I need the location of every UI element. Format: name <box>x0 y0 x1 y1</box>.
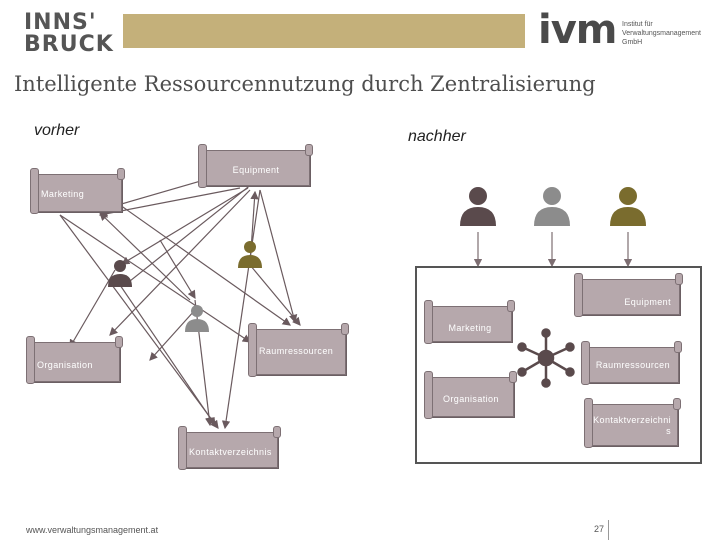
scroll-label: Marketing <box>41 189 85 199</box>
arrow-before <box>69 269 116 349</box>
hub-icon <box>517 328 575 388</box>
after-arrows <box>473 232 633 268</box>
person-icon <box>534 187 570 226</box>
logo-ivm-subtitle: Institut für Verwaltungsmanagement GmbH <box>622 21 701 46</box>
scroll-label: Marketing <box>448 323 492 333</box>
scroll-label: Equipment <box>232 165 280 175</box>
logo-innsbruck-line1: INNS' <box>24 10 97 35</box>
footer-url: www.verwaltungsmanagement.at <box>26 525 159 535</box>
scroll-label: Kontaktverzeichni s <box>593 415 671 436</box>
arrow-before <box>109 189 251 336</box>
scroll-label: Kontaktverzeichnis <box>189 447 272 457</box>
person-icon <box>460 187 496 226</box>
centralized-container <box>415 266 702 464</box>
arrow-before <box>59 214 251 343</box>
logo-innsbruck: INNS' BRUCK <box>24 12 114 56</box>
scroll-label: Organisation <box>443 394 499 404</box>
scroll-kontaktverzeichnis-before: Kontaktverzeichnis <box>178 426 281 470</box>
person-icon <box>185 305 209 332</box>
label-after: nachher <box>408 128 466 145</box>
scroll-equipment-before: Equipment <box>198 144 313 188</box>
arrow-before <box>259 189 298 324</box>
arrow-before <box>119 284 216 426</box>
scroll-kontaktverzeichnis-after: Kontaktverzeichni s <box>584 398 681 448</box>
scroll-raumressourcen-after: Raumressourcen <box>581 341 682 385</box>
header-bar <box>123 14 525 48</box>
arrow-before <box>249 264 301 326</box>
footer-divider <box>608 520 609 540</box>
scroll-marketing-after: Marketing <box>424 300 515 344</box>
page-title: Intelligente Ressourcennutzung durch Zen… <box>14 72 596 96</box>
arrow-before <box>98 187 241 218</box>
scroll-organisation-before: Organisation <box>26 336 123 384</box>
scroll-label: Raumressourcen <box>595 360 670 370</box>
page-number: 27 <box>594 524 605 534</box>
scroll-raumressourcen-before: Raumressourcen <box>248 323 349 377</box>
person-icon <box>238 241 262 268</box>
label-before: vorher <box>34 122 80 139</box>
logo-innsbruck-line2: BRUCK <box>24 32 114 57</box>
person-icon <box>610 187 646 226</box>
arrow-before <box>149 309 196 361</box>
scroll-label: Equipment <box>624 297 671 307</box>
arrow-before <box>59 214 219 429</box>
scroll-equipment-after: Equipment <box>574 273 683 317</box>
arrow-before <box>159 239 196 300</box>
scroll-marketing-before: Marketing <box>30 168 125 214</box>
arrow-before <box>221 189 261 430</box>
scroll-label: Raumressourcen <box>259 346 334 356</box>
scroll-label: Organisation <box>37 360 93 370</box>
arrow-before <box>120 187 249 265</box>
scroll-organisation-after: Organisation <box>424 371 517 419</box>
logo-ivm: ivm <box>538 7 617 53</box>
arrow-before <box>119 204 291 326</box>
person-icon <box>108 260 132 287</box>
arrow-before <box>99 212 191 301</box>
